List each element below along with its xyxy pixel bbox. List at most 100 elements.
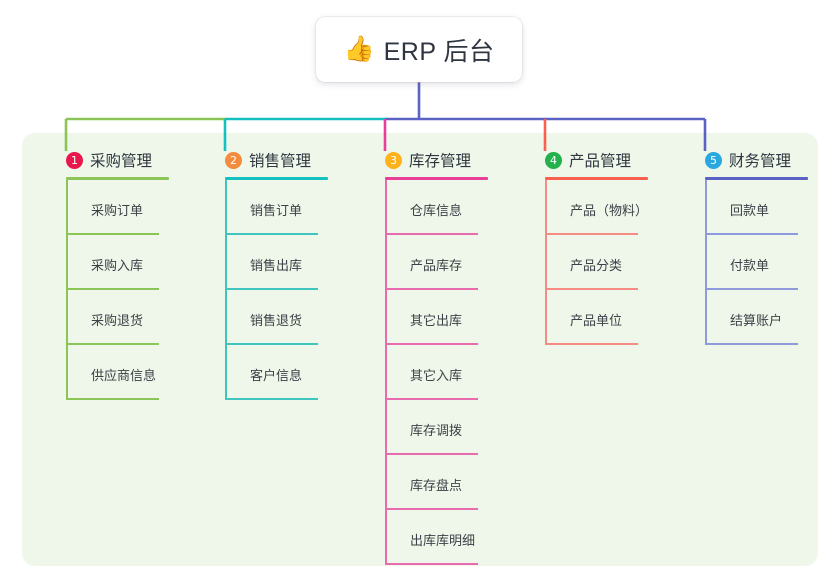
leaf-node[interactable]: 其它出库: [385, 290, 523, 345]
leaf-node-label: 出库库明细: [410, 533, 476, 548]
column-items: 仓库信息产品库存其它出库其它入库库存调拨库存盘点出库库明细: [363, 180, 523, 565]
leaf-node-label: 采购订单: [91, 203, 144, 218]
leaf-node-underline: [705, 233, 798, 235]
leaf-node-underline: [545, 343, 638, 345]
leaf-node[interactable]: 产品（物料）: [545, 180, 683, 235]
column-header-4[interactable]: 4 产品管理: [523, 147, 683, 173]
column-spine: [225, 180, 227, 400]
leaf-node-underline: [385, 453, 478, 455]
root-node-content: 👍 ERP 后台: [343, 32, 494, 68]
column-spine: [66, 180, 68, 400]
leaf-node-underline: [385, 398, 478, 400]
column-number-badge: 3: [385, 151, 402, 169]
leaf-node-label: 回款单: [730, 203, 770, 218]
leaf-node[interactable]: 采购入库: [66, 235, 204, 290]
column-header-5[interactable]: 5 财务管理: [683, 147, 839, 173]
column-spine: [705, 180, 707, 345]
leaf-node-label: 采购入库: [91, 258, 144, 273]
diagram-panel: [22, 133, 818, 566]
leaf-node-label: 结算账户: [730, 313, 783, 328]
leaf-node-label: 库存调拨: [410, 423, 463, 438]
leaf-node[interactable]: 库存盘点: [385, 455, 523, 510]
leaf-node[interactable]: 产品库存: [385, 235, 523, 290]
leaf-node-underline: [66, 343, 159, 345]
leaf-node-underline: [225, 343, 318, 345]
column-title: 库存管理: [409, 153, 472, 170]
column-title: 产品管理: [569, 153, 632, 170]
column-number-badge: 2: [225, 151, 242, 169]
leaf-node-underline: [385, 563, 478, 565]
column-number-badge: 4: [545, 151, 562, 169]
leaf-node-underline: [385, 508, 478, 510]
leaf-node[interactable]: 销售退货: [225, 290, 363, 345]
column-header-3[interactable]: 3 库存管理: [363, 147, 523, 173]
column-items: 销售订单销售出库销售退货客户信息: [203, 180, 363, 400]
leaf-node-label: 仓库信息: [410, 203, 463, 218]
leaf-node-label: 销售订单: [250, 203, 303, 218]
column-underline: [385, 177, 488, 180]
leaf-node-label: 产品分类: [570, 258, 623, 273]
leaf-node[interactable]: 采购订单: [66, 180, 204, 235]
leaf-node[interactable]: 其它入库: [385, 345, 523, 400]
leaf-node[interactable]: 产品单位: [545, 290, 683, 345]
column-spine: [385, 180, 387, 565]
leaf-node[interactable]: 供应商信息: [66, 345, 204, 400]
root-title: ERP 后台: [383, 37, 495, 66]
leaf-node[interactable]: 客户信息: [225, 345, 363, 400]
root-node[interactable]: 👍 ERP 后台: [316, 17, 522, 82]
leaf-node-label: 付款单: [730, 258, 770, 273]
leaf-node[interactable]: 回款单: [705, 180, 839, 235]
leaf-node[interactable]: 采购退货: [66, 290, 204, 345]
leaf-node-underline: [545, 233, 638, 235]
column-items: 产品（物料） 产品分类产品单位: [523, 180, 683, 345]
leaf-node[interactable]: 销售订单: [225, 180, 363, 235]
leaf-node-underline: [66, 233, 159, 235]
column-5: 5 财务管理回款单付款单结算账户: [683, 147, 839, 345]
column-underline: [705, 177, 808, 180]
leaf-node-label: 采购退货: [91, 313, 144, 328]
leaf-node-underline: [385, 288, 478, 290]
leaf-node-underline: [225, 398, 318, 400]
leaf-node[interactable]: 结算账户: [705, 290, 839, 345]
column-title: 财务管理: [729, 153, 792, 170]
column-underline: [66, 177, 169, 180]
leaf-node-underline: [225, 288, 318, 290]
leaf-node-label: 其它出库: [410, 313, 463, 328]
leaf-node[interactable]: 产品分类: [545, 235, 683, 290]
leaf-node-underline: [705, 288, 798, 290]
leaf-node[interactable]: 出库库明细: [385, 510, 523, 565]
column-number-badge: 5: [705, 151, 722, 169]
column-number-badge: 1: [66, 151, 83, 169]
column-spine: [545, 180, 547, 345]
column-items: 采购订单采购入库采购退货供应商信息: [44, 180, 204, 400]
leaf-node-underline: [225, 233, 318, 235]
column-underline: [225, 177, 328, 180]
leaf-node-label: 供应商信息: [91, 368, 157, 383]
column-underline: [545, 177, 648, 180]
leaf-node-label: 产品（物料）: [570, 203, 649, 218]
leaf-node[interactable]: 销售出库: [225, 235, 363, 290]
leaf-node[interactable]: 仓库信息: [385, 180, 523, 235]
leaf-node-label: 销售退货: [250, 313, 303, 328]
leaf-node-label: 销售出库: [250, 258, 303, 273]
leaf-node-underline: [66, 288, 159, 290]
leaf-node-underline: [385, 343, 478, 345]
leaf-node-label: 产品库存: [410, 258, 463, 273]
leaf-node-label: 其它入库: [410, 368, 463, 383]
leaf-node-label: 产品单位: [570, 313, 623, 328]
leaf-node-underline: [385, 233, 478, 235]
leaf-node-label: 客户信息: [250, 368, 303, 383]
leaf-node[interactable]: 付款单: [705, 235, 839, 290]
leaf-node-underline: [66, 398, 159, 400]
thumbs-up-icon: 👍: [343, 35, 375, 63]
leaf-node[interactable]: 库存调拨: [385, 400, 523, 455]
column-3: 3 库存管理仓库信息产品库存其它出库其它入库库存调拨库存盘点出库库明细: [363, 147, 523, 565]
leaf-node-underline: [545, 288, 638, 290]
leaf-node-label: 库存盘点: [410, 478, 463, 493]
leaf-node-underline: [705, 343, 798, 345]
